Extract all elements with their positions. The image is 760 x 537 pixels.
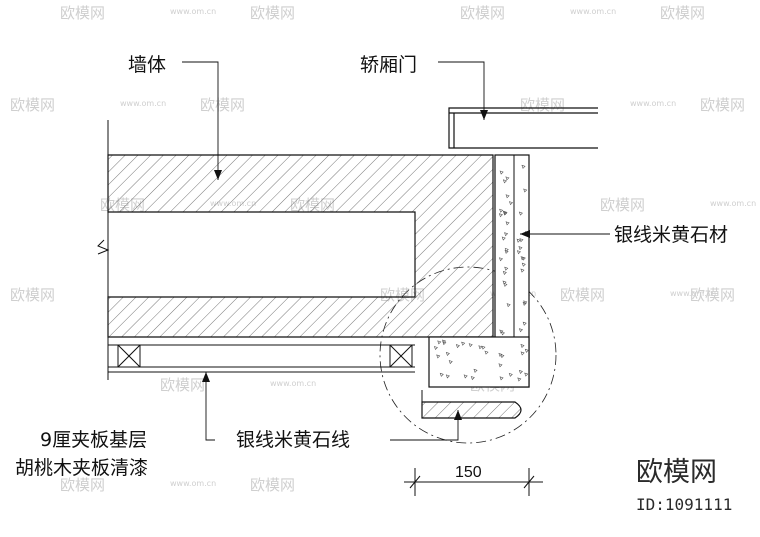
watermark-url: www.om.cn (120, 99, 166, 108)
watermark-url: www.om.cn (570, 7, 616, 16)
brand-id: ID:1091111 (636, 495, 732, 514)
brand-logo-text: 欧模网 (636, 457, 717, 488)
label-wall: 墙体 (128, 54, 166, 76)
watermark-text: 欧模网 (460, 4, 505, 22)
label-finish-layer: 胡桃木夹板清漆 (15, 457, 148, 479)
watermark-url: www.om.cn (170, 479, 216, 488)
car-door-frame (448, 107, 598, 149)
watermark-text: 欧模网 (60, 476, 105, 494)
watermark-url: www.om.cn (630, 99, 676, 108)
watermark-text: 欧模网 (60, 4, 105, 22)
leader-arrows (202, 110, 530, 420)
watermark-text: 欧模网 (250, 4, 295, 22)
watermark-text: 欧模网 (560, 286, 605, 304)
dimension-value: 150 (455, 464, 482, 481)
watermark-text: 欧模网 (160, 376, 205, 394)
watermark-text: 欧模网 (10, 286, 55, 304)
watermark-url: www.om.cn (170, 7, 216, 16)
watermark-text: 欧模网 (200, 96, 245, 114)
watermark-url: www.om.cn (670, 289, 716, 298)
watermark-text: 欧模网 (10, 96, 55, 114)
watermark-text: 欧模网 (690, 286, 735, 304)
leader-lines (182, 61, 610, 441)
stone-line-moulding (421, 401, 522, 419)
wall-body (107, 154, 494, 338)
dimension-150 (404, 468, 543, 496)
watermark-text: 欧模网 (700, 96, 745, 114)
label-stone-line: 银线米黄石线 (236, 429, 350, 451)
label-car-door: 轿厢门 (360, 54, 417, 76)
label-stone-material: 银线米黄石材 (614, 224, 728, 246)
plywood-base-layer (108, 344, 415, 373)
watermark-url: www.om.cn (270, 379, 316, 388)
watermark-text: 欧模网 (600, 196, 645, 214)
watermark-text: 欧模网 (250, 476, 295, 494)
watermark-text: 欧模网 (660, 4, 705, 22)
stone-cladding (428, 154, 530, 388)
watermark-text: 欧模网 (520, 96, 565, 114)
label-base-layer: 9厘夹板基层 (40, 429, 147, 451)
break-mark (97, 239, 110, 255)
watermark-url: www.om.cn (710, 199, 756, 208)
